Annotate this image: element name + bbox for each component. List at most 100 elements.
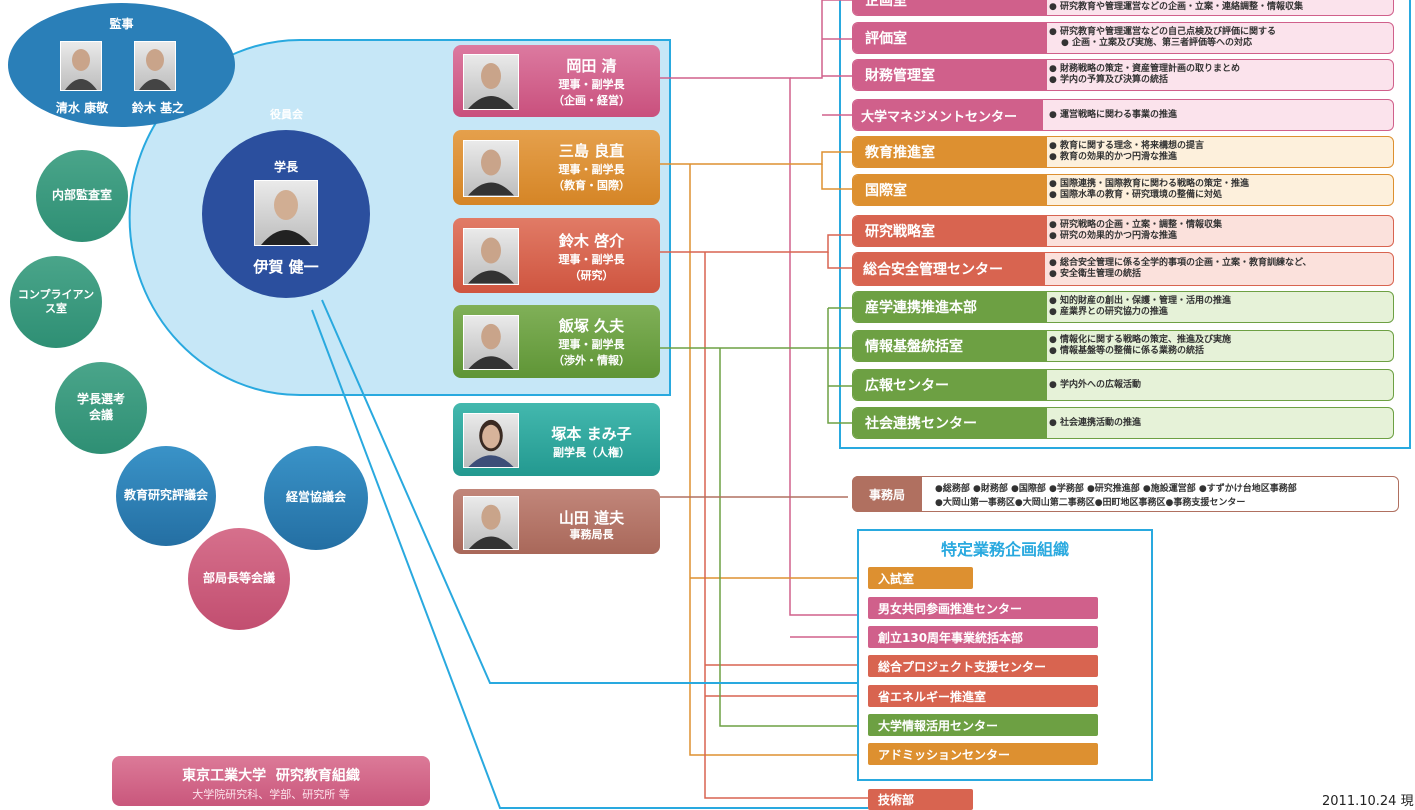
special-item: 入試室 bbox=[868, 567, 973, 589]
research-org-title: 東京工業大学 研究教育組織 bbox=[182, 768, 360, 784]
executive-name: 飯塚 久夫 bbox=[558, 317, 625, 335]
president-title: 学長 bbox=[273, 160, 298, 174]
office-title: 研究戦略室 bbox=[853, 216, 1047, 246]
office-row: 総合安全管理センター 総合安全管理に係る全学的事項の企画・立案・教育訓練など、安… bbox=[852, 252, 1394, 286]
office-row: 国際室 国際連携・国際教育に関わる戦略の策定・推進国際水準の教育・研究環境の整備… bbox=[852, 174, 1394, 206]
executive-role: 理事・副学長 bbox=[558, 163, 625, 176]
office-desc: 財務戦略の策定・資産管理計画の取りまとめ bbox=[1049, 64, 1387, 75]
special-item: アドミッションセンター bbox=[868, 743, 1098, 765]
auditor-photo bbox=[60, 41, 102, 91]
executive-card: 塚本 まみ子 副学長（人権） bbox=[453, 403, 660, 476]
office-title: 教育推進室 bbox=[853, 137, 1047, 167]
office-row: 企画室 研究教育や管理運営などの企画・立案・連絡調整・情報収集 bbox=[852, 0, 1394, 16]
executive-photo bbox=[463, 140, 519, 197]
office-title: 産学連携推進本部 bbox=[853, 292, 1047, 322]
secretariat-label: 事務局 bbox=[852, 476, 922, 512]
office-title: 財務管理室 bbox=[853, 60, 1047, 90]
special-item: 総合プロジェクト支援センター bbox=[868, 655, 1098, 677]
office-desc: 総合安全管理に係る全学的事項の企画・立案・教育訓練など、 bbox=[1049, 258, 1387, 269]
executive-role: 理事・副学長 bbox=[558, 338, 625, 351]
office-desc: 企画・立案及び実施、第三者評価等への対応 bbox=[1049, 38, 1387, 49]
office-desc: 教育の効果的かつ円滑な推進 bbox=[1049, 152, 1387, 163]
planning-frame bbox=[839, 0, 1411, 449]
tech-dept: 技術部 bbox=[868, 789, 973, 810]
special-org-title: 特定業務企画組織 bbox=[940, 540, 1069, 559]
president-photo bbox=[254, 180, 318, 246]
office-title: 国際室 bbox=[853, 175, 1047, 205]
executive-card: 飯塚 久夫 理事・副学長 （渉外・情報） bbox=[453, 305, 660, 378]
executive-area: （渉外・情報） bbox=[553, 354, 630, 367]
executive-name: 塚本 まみ子 bbox=[551, 425, 632, 443]
dept-heads-meeting-circle: 部局長等会議 bbox=[188, 528, 290, 630]
office-desc: 情報基盤等の整備に係る業務の統括 bbox=[1049, 346, 1387, 357]
research-org-box: 東京工業大学 研究教育組織 大学院研究科、学部、研究所 等 bbox=[112, 756, 430, 806]
research-org-subtitle: 大学院研究科、学部、研究所 等 bbox=[192, 788, 350, 801]
executive-name: 三島 良直 bbox=[558, 142, 625, 160]
auditor-name: 鈴木 基之 bbox=[131, 101, 185, 115]
office-desc: 安全衛生管理の統括 bbox=[1049, 269, 1387, 280]
auditor-name: 清水 康敬 bbox=[55, 101, 109, 115]
executive-photo bbox=[463, 413, 519, 468]
office-row: 研究戦略室 研究戦略の企画・立案・調整・情報収集研究の効果的かつ円滑な推進 bbox=[852, 215, 1394, 247]
president-name: 伊賀 健一 bbox=[253, 258, 319, 276]
office-desc: 社会連携活動の推進 bbox=[1049, 418, 1387, 429]
office-row: 産学連携推進本部 知的財産の創出・保護・管理・活用の推進産業界との研究協力の推進 bbox=[852, 291, 1394, 323]
education-research-council-circle: 教育研究評議会 bbox=[116, 446, 216, 546]
office-row: 大学マネジメントセンター 運営戦略に関わる事業の推進 bbox=[852, 99, 1394, 131]
internal-audit-circle: 内部監査室 bbox=[36, 150, 128, 242]
office-desc: 国際連携・国際教育に関わる戦略の策定・推進 bbox=[1049, 179, 1387, 190]
executive-role: 理事・副学長 bbox=[558, 78, 625, 91]
board-label: 役員会 bbox=[270, 108, 303, 121]
executive-card: 鈴木 啓介 理事・副学長 （研究） bbox=[453, 218, 660, 293]
office-desc: 研究戦略の企画・立案・調整・情報収集 bbox=[1049, 220, 1387, 231]
office-row: 評価室 研究教育や管理運営などの自己点検及び評価に関する企画・立案及び実施、第三… bbox=[852, 22, 1394, 54]
office-desc: 研究教育や管理運営などの企画・立案・連絡調整・情報収集 bbox=[1049, 2, 1387, 13]
special-item: 省エネルギー推進室 bbox=[868, 685, 1098, 707]
executive-role: 副学長（人権） bbox=[553, 446, 630, 459]
office-desc: 情報化に関する戦略の策定、推進及び実施 bbox=[1049, 335, 1387, 346]
office-desc: 知的財産の創出・保護・管理・活用の推進 bbox=[1049, 296, 1387, 307]
executive-photo bbox=[463, 315, 519, 370]
office-title: 総合安全管理センター bbox=[853, 253, 1045, 285]
executive-photo bbox=[463, 228, 519, 285]
secretariat-units: ●総務部 ●財務部 ●国際部 ●学務部 ●研究推進部 ●施設運営部 ●すずかけ台… bbox=[935, 484, 1297, 494]
executive-photo bbox=[463, 496, 519, 550]
office-desc: 産業界との研究協力の推進 bbox=[1049, 307, 1387, 318]
office-desc: 学内外への広報活動 bbox=[1049, 380, 1387, 391]
executive-area: （企画・経営） bbox=[553, 94, 630, 107]
office-title: 社会連携センター bbox=[853, 408, 1047, 438]
compliance-circle: コンプライアンス室 bbox=[10, 256, 102, 348]
office-desc: 国際水準の教育・研究環境の整備に対処 bbox=[1049, 190, 1387, 201]
office-title: 大学マネジメントセンター bbox=[853, 100, 1043, 130]
office-row: 教育推進室 教育に関する理念・将来構想の提言教育の効果的かつ円滑な推進 bbox=[852, 136, 1394, 168]
office-desc: 教育に関する理念・将来構想の提言 bbox=[1049, 141, 1387, 152]
executive-card: 三島 良直 理事・副学長 （教育・国際） bbox=[453, 130, 660, 205]
special-item: 大学情報活用センター bbox=[868, 714, 1098, 736]
auditors-title: 監事 bbox=[109, 17, 134, 31]
management-council-circle: 経営協議会 bbox=[264, 446, 368, 550]
executive-role: 理事・副学長 bbox=[558, 253, 625, 266]
president-circle: 学長 伊賀 健一 bbox=[202, 130, 370, 298]
office-row: 社会連携センター 社会連携活動の推進 bbox=[852, 407, 1394, 439]
secretariat-units: ●大岡山第一事務区●大岡山第二事務区●田町地区事務区●事務支援センター bbox=[935, 498, 1246, 508]
special-item: 男女共同参画推進センター bbox=[868, 597, 1098, 619]
executive-name: 岡田 清 bbox=[566, 57, 617, 75]
president-selection-circle: 学長選考会議 bbox=[55, 362, 147, 454]
auditors-circle: 監事 清水 康敬 鈴木 基之 bbox=[8, 3, 235, 127]
executive-card: 岡田 清 理事・副学長 （企画・経営） bbox=[453, 45, 660, 117]
office-desc: 運営戦略に関わる事業の推進 bbox=[1049, 110, 1387, 121]
auditor-photo bbox=[134, 41, 176, 91]
office-title: 評価室 bbox=[853, 23, 1047, 53]
office-desc: 研究教育や管理運営などの自己点検及び評価に関する bbox=[1049, 27, 1387, 38]
office-title: 企画室 bbox=[853, 0, 1047, 15]
executive-area: （研究） bbox=[569, 269, 614, 282]
office-title: 広報センター bbox=[853, 370, 1047, 400]
executive-role: 事務局長 bbox=[569, 528, 614, 541]
office-row: 情報基盤統括室 情報化に関する戦略の策定、推進及び実施情報基盤等の整備に係る業務… bbox=[852, 330, 1394, 362]
executive-name: 鈴木 啓介 bbox=[558, 232, 625, 250]
office-title: 情報基盤統括室 bbox=[853, 331, 1047, 361]
office-row: 広報センター 学内外への広報活動 bbox=[852, 369, 1394, 401]
office-desc: 学内の予算及び決算の統括 bbox=[1049, 75, 1387, 86]
executive-name: 山田 道夫 bbox=[558, 509, 625, 527]
executive-area: （教育・国際） bbox=[553, 179, 630, 192]
